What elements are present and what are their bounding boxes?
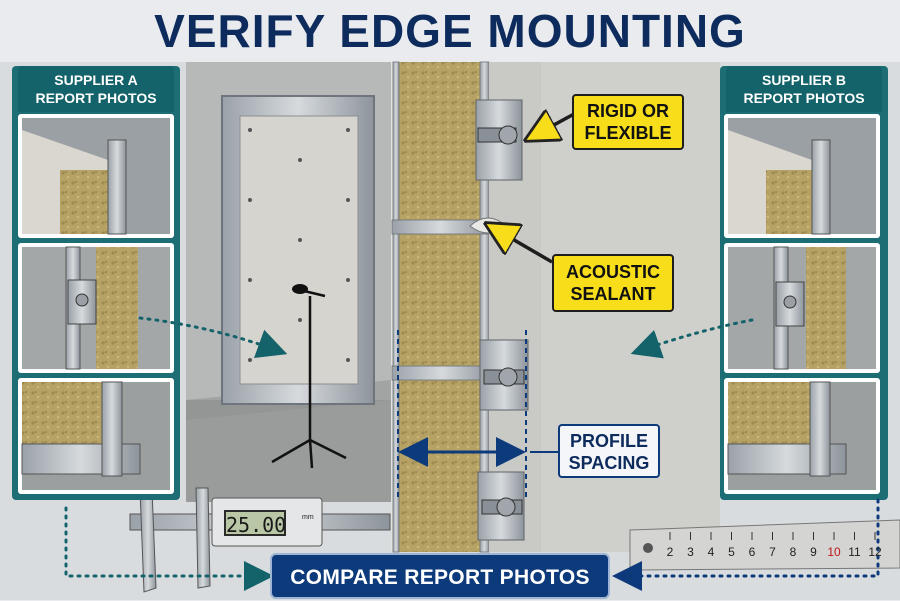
supplier-b-header: SUPPLIER B REPORT PHOTOS xyxy=(726,66,882,112)
callout-sealant-line2: SEALANT xyxy=(570,284,656,304)
supplier-b-photo-panel xyxy=(720,66,888,500)
test-room xyxy=(186,62,391,502)
callout-arrows xyxy=(490,114,575,264)
right-connector xyxy=(612,498,880,591)
ruler-label-5: 5 xyxy=(728,545,735,559)
caliper-unit: mm xyxy=(302,514,314,521)
compare-report-photos-button[interactable]: COMPARE REPORT PHOTOS xyxy=(270,553,610,599)
supplier-a-photo-panel xyxy=(12,66,180,500)
supplier-b-label: SUPPLIER B xyxy=(761,72,846,88)
callout-rigid-line2: FLEXIBLE xyxy=(584,123,672,143)
supplier-a-header: SUPPLIER A REPORT PHOTOS xyxy=(18,66,174,112)
supplier-a-label: SUPPLIER A xyxy=(54,72,138,88)
ruler-label-12: 12 xyxy=(868,545,882,559)
callout-acoustic-sealant: ACOUSTIC SEALANT xyxy=(552,254,674,312)
ruler xyxy=(629,519,900,571)
callout-rigid-or-flexible: RIGID OR FLEXIBLE xyxy=(572,94,684,150)
ruler-label-7: 7 xyxy=(769,545,776,559)
ruler-label-2: 2 xyxy=(667,545,674,559)
page-title: VERIFY EDGE MOUNTING xyxy=(154,5,746,57)
ruler-label-10: 10 xyxy=(827,545,841,559)
wall-cross-section xyxy=(391,61,541,553)
callout-profile-spacing: PROFILE SPACING xyxy=(558,424,660,478)
callout-rigid-line1: RIGID OR xyxy=(586,101,669,121)
ruler-label-3: 3 xyxy=(687,545,694,559)
dotted-connectors xyxy=(64,316,754,591)
ruler-label-11: 11 xyxy=(848,545,861,559)
ruler-label-6: 6 xyxy=(749,545,756,559)
microphone-icon xyxy=(292,284,308,294)
ruler-label-8: 8 xyxy=(790,545,797,559)
callout-spacing-line2: SPACING xyxy=(568,453,650,473)
callout-sealant-line1: ACOUSTIC xyxy=(566,262,660,282)
ruler-label-4: 4 xyxy=(708,545,715,559)
profile-spacing-dimension xyxy=(397,330,560,500)
callout-spacing-line1: PROFILE xyxy=(569,431,648,451)
ruler-label-9: 9 xyxy=(810,545,817,559)
supplier-a-sublabel: REPORT PHOTOS xyxy=(35,90,157,106)
supplier-b-sublabel: REPORT PHOTOS xyxy=(743,90,865,106)
caliper-display: 25.00 xyxy=(224,510,286,537)
